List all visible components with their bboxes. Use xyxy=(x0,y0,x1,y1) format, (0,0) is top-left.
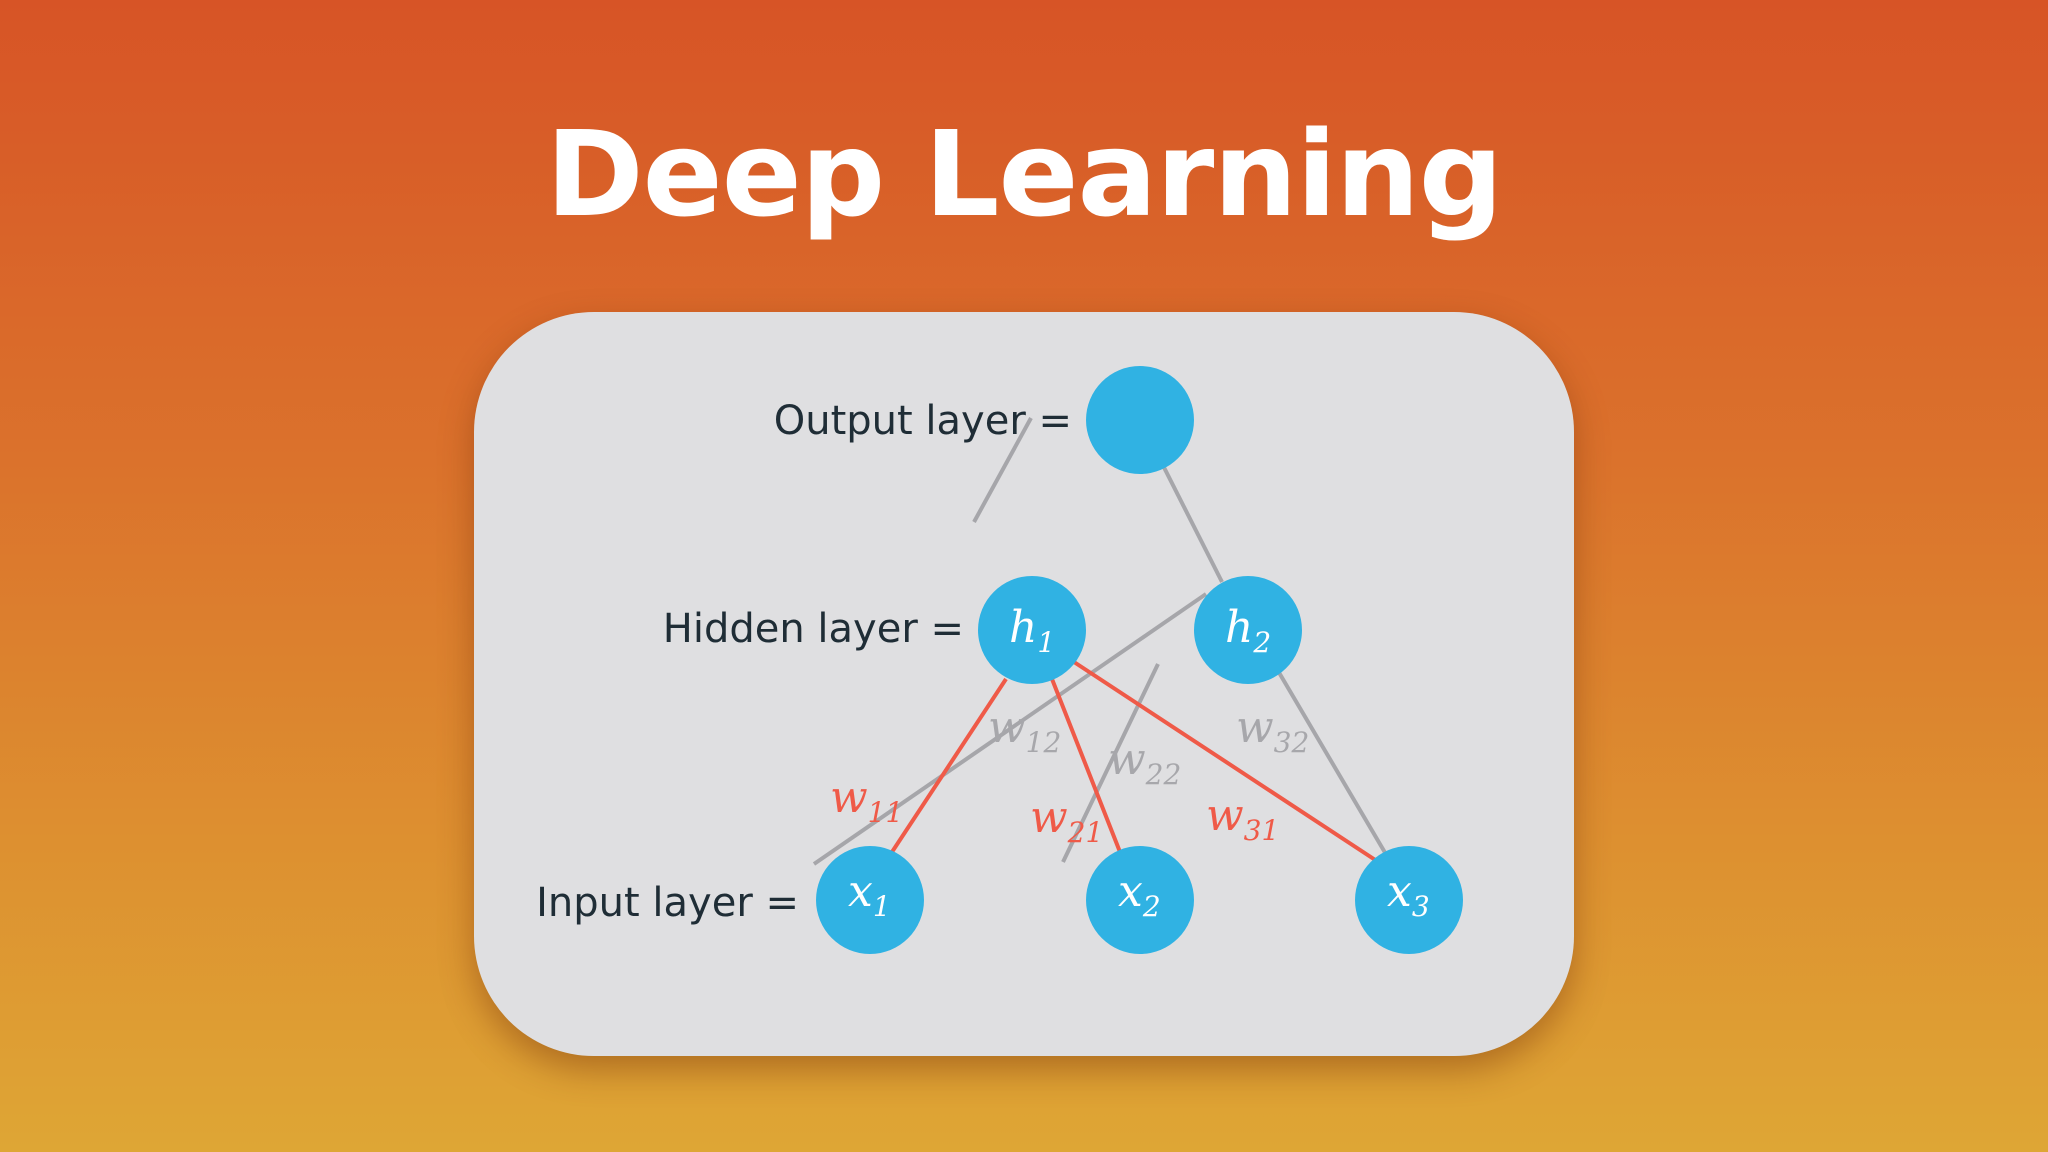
input-node-x2 xyxy=(1086,846,1194,954)
weight-w11-label: w11 xyxy=(830,772,903,829)
output-node xyxy=(1086,366,1194,474)
weight-w12-label: w12 xyxy=(988,702,1061,759)
edge-x2-h1 xyxy=(1050,678,1122,853)
page-title: Deep Learning xyxy=(545,105,1504,243)
edge-x2-h2 xyxy=(1061,663,1160,863)
output-layer-label: Output layer = xyxy=(774,398,1072,444)
input-node-x1-label: x1 xyxy=(848,866,891,923)
neural-network-diagram: h1 h2 x1 x2 x3 Output layer = Hidden lay… xyxy=(536,366,1463,954)
hidden-node-h1-label: h1 xyxy=(1009,602,1055,659)
hidden-node-h2-label: h2 xyxy=(1225,602,1271,659)
hidden-node-h2 xyxy=(1194,576,1302,684)
weight-w22-label: w22 xyxy=(1108,734,1181,791)
edge-x1-h1 xyxy=(890,677,1008,854)
edge-x1-h2 xyxy=(812,592,1208,866)
input-node-x3 xyxy=(1355,846,1463,954)
edge-x3-h2 xyxy=(1272,662,1389,858)
hidden-node-h1 xyxy=(978,576,1086,684)
input-node-x2-label: x2 xyxy=(1118,866,1161,923)
weight-w21-label: w21 xyxy=(1030,792,1103,849)
weight-w32-label: w32 xyxy=(1236,702,1309,759)
input-node-x3-label: x3 xyxy=(1387,866,1430,923)
input-layer-label: Input layer = xyxy=(536,880,799,926)
weight-w31-label: w31 xyxy=(1206,790,1279,847)
hidden-layer-label: Hidden layer = xyxy=(663,606,964,652)
network-diagram-card: h1 h2 x1 x2 x3 Output layer = Hidden lay… xyxy=(474,312,1574,1056)
edge-h1-output xyxy=(972,417,1033,523)
input-node-x1 xyxy=(816,846,924,954)
edge-x3-h1 xyxy=(1072,660,1391,871)
